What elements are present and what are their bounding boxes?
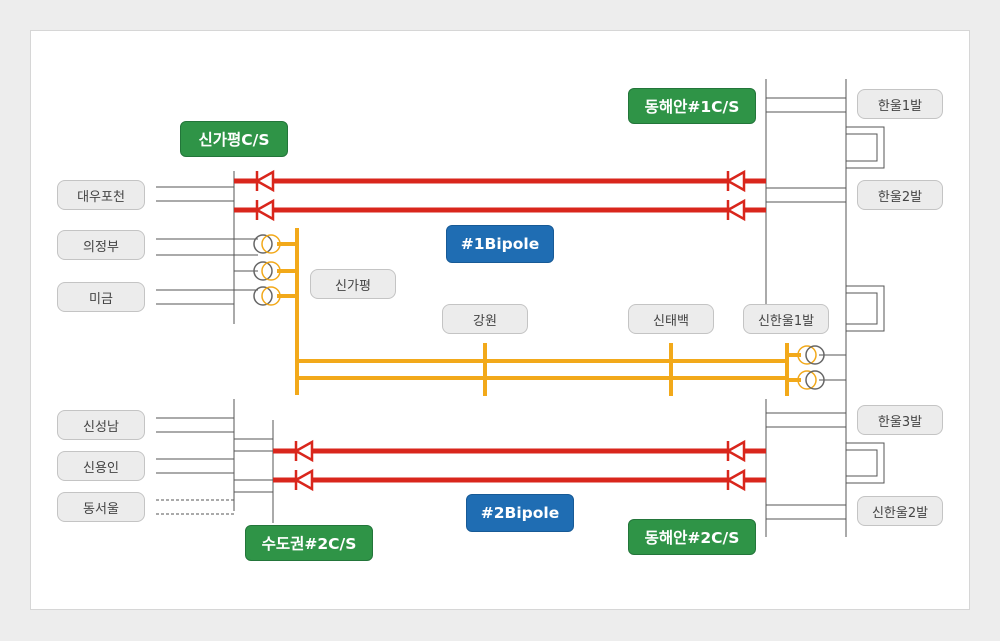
node-sinhanul1: 신한울1발 <box>743 304 829 334</box>
diode-bipole2-right-upper <box>725 439 746 463</box>
node-gangwon: 강원 <box>442 304 528 334</box>
right-wires <box>749 79 885 537</box>
bipole2-label: #2Bipole <box>466 494 574 532</box>
power-grid-diagram <box>156 79 885 537</box>
node-singapyeong: 신가평 <box>310 269 396 299</box>
transformer-sinhanul-2 <box>797 370 825 390</box>
diode-bipole1-left-upper <box>254 169 275 193</box>
diode-bipole1-right-lower <box>725 198 746 222</box>
diode-bipole1-right-upper <box>725 169 746 193</box>
node-sinhanul2: 신한울2발 <box>857 496 943 526</box>
hvdc-bipole2-lines <box>273 439 766 492</box>
transformer-singapyeong-3 <box>253 286 281 306</box>
node-sintaebaek: 신태백 <box>628 304 714 334</box>
node-dongseoul: 동서울 <box>57 492 145 522</box>
node-uijeongbu: 의정부 <box>57 230 145 260</box>
station-sudogwon2-cs: 수도권#2C/S <box>245 525 373 561</box>
diode-bipole2-left-upper <box>293 439 314 463</box>
node-sinseongnam: 신성남 <box>57 410 145 440</box>
station-singapyeong-cs: 신가평C/S <box>180 121 288 157</box>
station-donghaean2-cs: 동해안#2C/S <box>628 519 756 555</box>
transformer-singapyeong-1 <box>253 234 281 254</box>
station-donghaean1-cs: 동해안#1C/S <box>628 88 756 124</box>
bipole1-label: #1Bipole <box>446 225 554 263</box>
node-hanul3: 한울3발 <box>857 405 943 435</box>
node-hanul1: 한울1발 <box>857 89 943 119</box>
ac-lines <box>277 228 801 396</box>
diode-bipole1-left-lower <box>254 198 275 222</box>
transformer-sinhanul-1 <box>797 345 825 365</box>
node-daewoo-pocheon: 대우포천 <box>57 180 145 210</box>
node-sinyongin: 신용인 <box>57 451 145 481</box>
hvdc-bipole1-lines <box>234 169 766 222</box>
diode-bipole2-right-lower <box>725 468 746 492</box>
dongseoul-dashed-lines <box>156 499 234 515</box>
diode-bipole2-left-lower <box>293 468 314 492</box>
left-wires <box>156 171 295 523</box>
node-hanul2: 한울2발 <box>857 180 943 210</box>
transformer-singapyeong-2 <box>253 261 281 281</box>
diagram-panel: 신가평C/S 동해안#1C/S 수도권#2C/S 동해안#2C/S #1Bipo… <box>30 30 970 610</box>
node-migeum: 미금 <box>57 282 145 312</box>
